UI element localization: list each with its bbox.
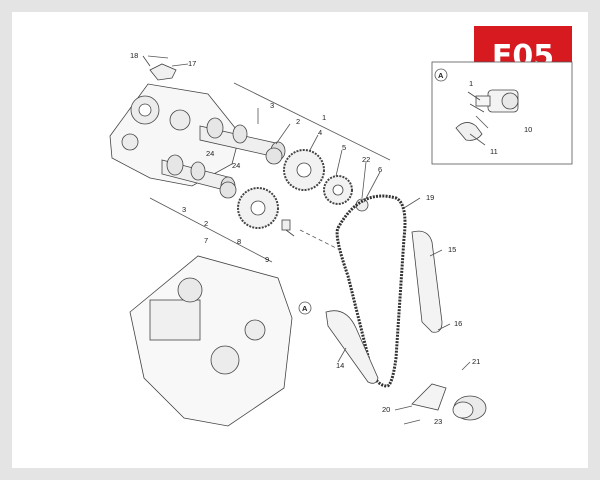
chain-bracket	[411, 383, 447, 411]
callout-23: 24	[232, 161, 240, 170]
callout-24: 24	[206, 149, 214, 158]
bearing-lower	[219, 181, 237, 199]
callout-3-lower: 3	[182, 205, 186, 214]
callout-2-lower: 2	[204, 219, 208, 228]
callout-18: 19	[426, 193, 434, 202]
chain-tensioner-rail	[325, 310, 379, 384]
callout-1: 1	[322, 113, 326, 122]
callout-22: 23	[434, 417, 442, 426]
callout-8: 8	[237, 237, 241, 246]
chain-guide-fixed	[411, 230, 443, 333]
callout-2-upper: 2	[296, 117, 300, 126]
callout-20: 21	[472, 357, 480, 366]
head-marker-circle	[298, 301, 312, 315]
detail-marker-circle	[434, 68, 448, 82]
crankshaft-sprocket	[452, 395, 487, 421]
idler-gear	[323, 175, 369, 212]
sprocket-bolt	[281, 219, 295, 237]
callout-19: 20	[382, 405, 390, 414]
group-line-lower	[149, 197, 273, 263]
callout-17: 18	[130, 51, 138, 60]
tensioner-assembly-detail	[455, 89, 519, 141]
callout-6: 6	[378, 165, 382, 174]
camshaft-lower	[161, 154, 236, 196]
group-line-upper	[233, 82, 391, 161]
callout-10: 10	[524, 125, 532, 134]
callout-16: 17	[188, 59, 196, 68]
timing-chain	[335, 194, 407, 388]
callout-1-detail: 1	[469, 79, 473, 88]
engine-crankcase	[129, 255, 293, 427]
head-marker-label: A	[302, 304, 308, 313]
cylinder-head-housing	[109, 55, 241, 187]
callout-15: 16	[454, 319, 462, 328]
callout-13: 14	[336, 361, 344, 370]
detail-marker-label: A	[438, 71, 444, 80]
callout-9: 9	[265, 255, 269, 264]
callout-21: 22	[362, 155, 370, 164]
bearing-upper	[265, 147, 283, 165]
callout-4: 4	[318, 128, 322, 137]
callout-14: 15	[448, 245, 456, 254]
cam-sprocket-upper	[283, 149, 325, 191]
callout-3-upper: 3	[270, 101, 274, 110]
cam-sprocket-lower	[237, 187, 279, 229]
detail-inset-box	[431, 61, 573, 165]
callout-11: 11	[490, 147, 498, 156]
callout-7: 7	[204, 236, 208, 245]
callout-5: 5	[342, 143, 346, 152]
